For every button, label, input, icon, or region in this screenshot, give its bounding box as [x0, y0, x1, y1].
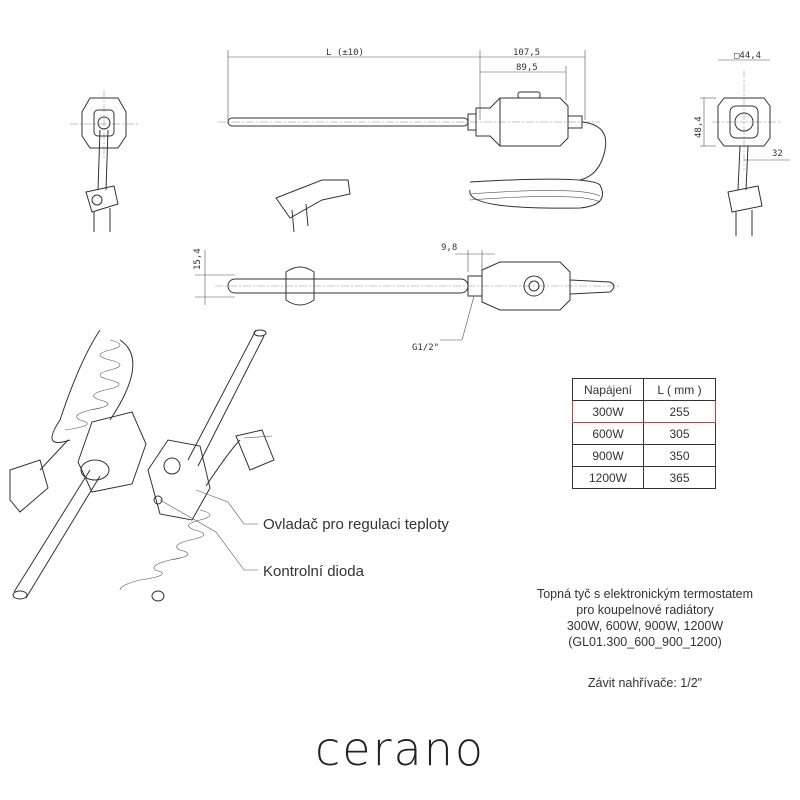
table-header-row: Napájení L ( mm ): [572, 378, 716, 401]
dim-head: 89,5: [516, 63, 538, 73]
end-view-right: □44,4 48,4 32: [694, 51, 790, 236]
dim-total-head: 107,5: [513, 48, 540, 58]
dim-length: L (±10): [326, 48, 364, 58]
perspective-view-2: [119, 329, 275, 602]
perspective-view-1: [9, 329, 147, 600]
description-line: Topná tyč s elektronickým termostatem: [536, 587, 754, 601]
end-view-left: [70, 90, 138, 232]
table-row-highlighted: 300W 255: [572, 400, 716, 423]
description-line: pro koupelnové radiátory: [576, 603, 714, 617]
thread-info: Závit nahřívače: 1/2": [587, 676, 703, 690]
description-line: 300W, 600W, 900W, 1200W: [566, 619, 724, 633]
cell-power: 1200W: [572, 466, 644, 489]
dim-thread: G1/2": [412, 343, 439, 353]
dim-thread-length: 9,8: [441, 243, 457, 253]
dim-diameter: 15,4: [193, 248, 203, 270]
cell-power: 300W: [572, 400, 644, 423]
cell-length: 365: [643, 466, 716, 489]
description-line: (GL01.300_600_900_1200): [568, 635, 722, 649]
spec-table: Napájení L ( mm ) 300W 255 600W 305 900W…: [572, 378, 716, 489]
header-power: Napájení: [572, 378, 644, 401]
table-row: 1200W 365: [572, 466, 716, 489]
table-row: 900W 350: [572, 444, 716, 467]
brand-logo: cerano: [315, 722, 485, 776]
side-view-top: L (±10) 107,5 89,5: [218, 48, 607, 233]
cell-power: 600W: [572, 422, 644, 445]
table-row: 600W 305: [572, 422, 716, 445]
cell-length: 255: [643, 400, 716, 423]
callout-diode: Kontrolní dioda: [263, 563, 365, 580]
header-length: L ( mm ): [643, 378, 716, 401]
callout-controller: Ovladač pro regulaci teploty: [263, 516, 449, 533]
dim-offset: 32: [772, 149, 783, 159]
cell-length: 350: [643, 444, 716, 467]
callout-line-diode: [159, 499, 258, 571]
cell-power: 900W: [572, 444, 644, 467]
callout-line-controller: [195, 489, 258, 525]
side-view-bottom: 15,4 9,8 G1/2": [193, 243, 620, 353]
dim-square: □44,4: [734, 51, 761, 61]
dim-height: 48,4: [694, 116, 704, 138]
product-description: Topná tyč s elektronickým termostatem pr…: [500, 586, 790, 650]
cell-length: 305: [643, 422, 716, 445]
